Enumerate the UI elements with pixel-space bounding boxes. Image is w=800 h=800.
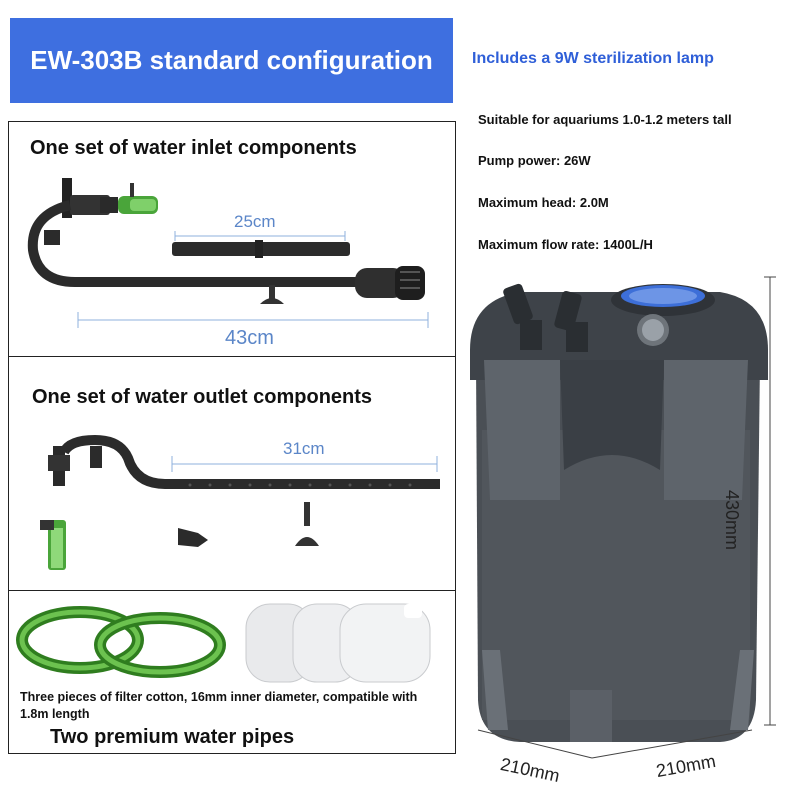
- inlet-pipe-assembly: [27, 178, 425, 304]
- pipes-label: Two premium water pipes: [50, 726, 295, 748]
- product-title: EW-303B standard configuration: [30, 45, 433, 75]
- filter-cotton-note: Three pieces of filter cotton, 16mm inne…: [20, 690, 418, 721]
- inlet-short-dimension-label: 25cm: [234, 212, 276, 231]
- inlet-panel: [8, 121, 456, 358]
- outlet-title: One set of water outlet components: [32, 386, 373, 408]
- spec-flow-rate: Maximum flow rate: 1400L/H: [478, 237, 653, 252]
- inlet-long-dimension-label: 43cm: [225, 327, 274, 349]
- outlet-panel: [8, 356, 456, 592]
- canister-filter: [470, 283, 768, 742]
- height-dimension-line: [764, 276, 776, 726]
- spec-pump-power: Pump power: 26W: [478, 153, 591, 168]
- outlet-dimension-line: [171, 456, 438, 472]
- width-dimension-line: [477, 729, 753, 759]
- inlet-long-dimension-line: [77, 312, 429, 328]
- outlet-dimension-label: 31cm: [283, 439, 325, 458]
- inlet-short-dimension-line: [174, 231, 346, 241]
- filter-height-label: 430mm: [722, 490, 742, 551]
- spec-aquarium-size: Suitable for aquariums 1.0-1.2 meters ta…: [478, 112, 732, 127]
- spec-max-head: Maximum head: 2.0M: [478, 195, 609, 210]
- lamp-note: Includes a 9W sterilization lamp: [472, 50, 714, 67]
- filter-cotton-pads: [245, 603, 431, 683]
- outlet-pipe-assembly: [40, 434, 440, 570]
- green-hose-coils: [16, 606, 226, 678]
- inlet-title: One set of water inlet components: [30, 137, 357, 159]
- product-title-banner: EW-303B standard configuration: [10, 18, 453, 103]
